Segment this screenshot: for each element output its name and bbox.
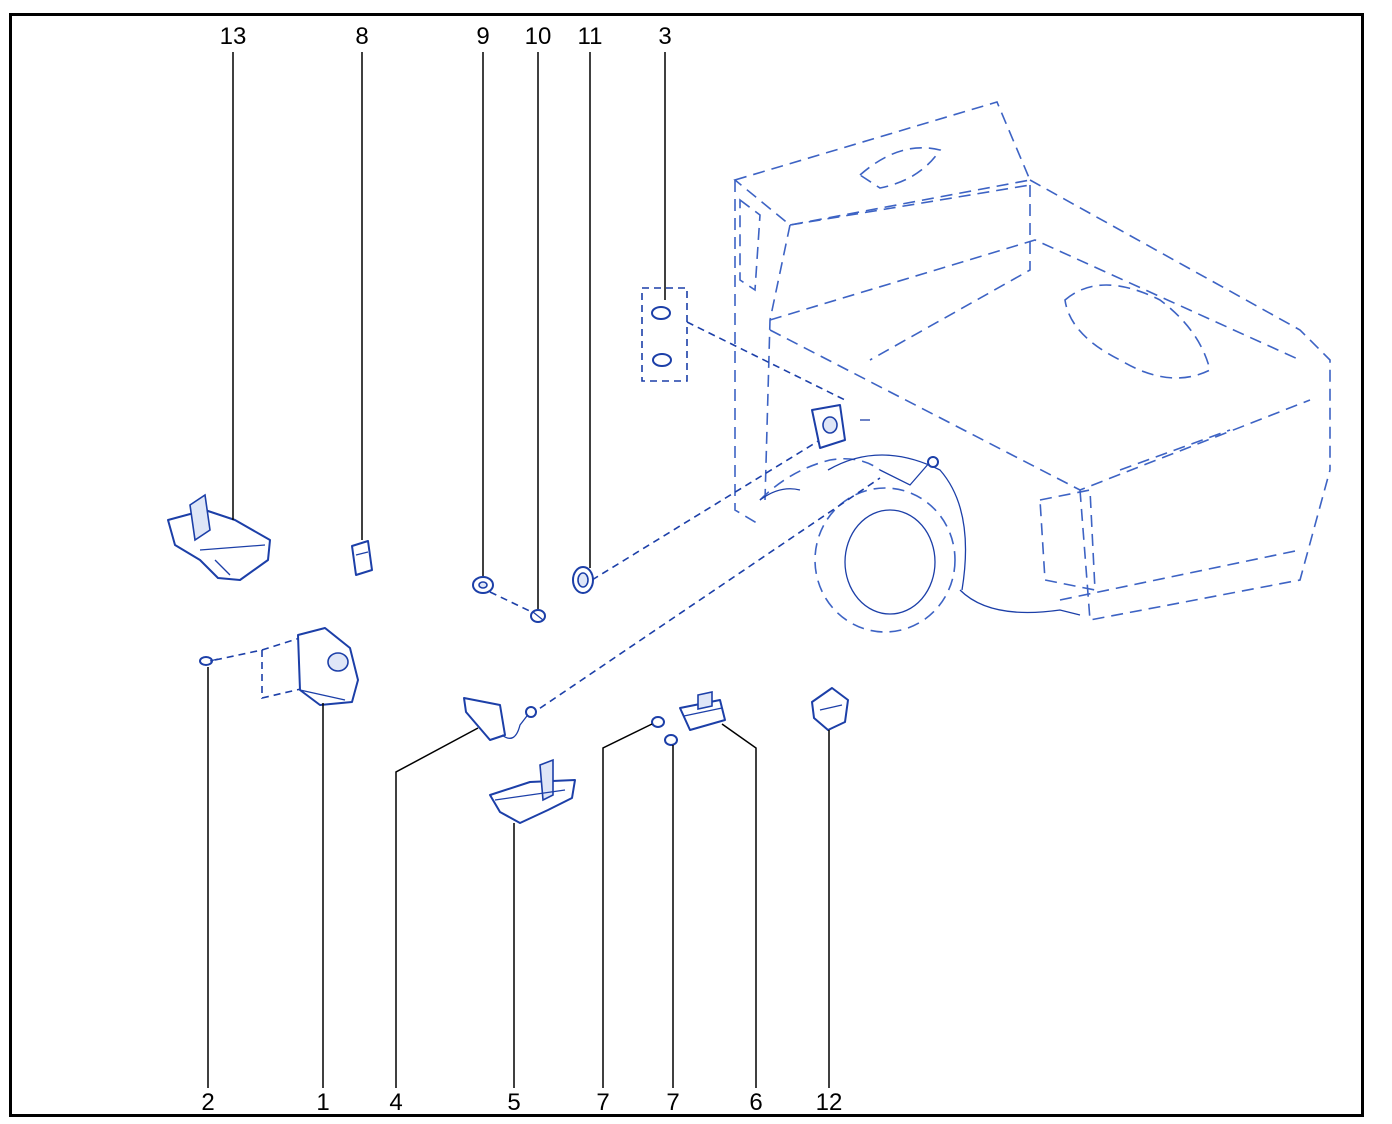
- callout-7b: 7: [666, 1089, 679, 1116]
- part-1-housing: [297, 627, 359, 706]
- callout-8: 8: [355, 23, 368, 50]
- part-4-sensor: [463, 697, 537, 741]
- installation-lines: [214, 287, 881, 716]
- callout-4: 4: [389, 1089, 402, 1116]
- part-7-bolt-b: [664, 734, 678, 746]
- part-5-bracket: [489, 758, 576, 824]
- truck-bed-outline: [733, 101, 1331, 621]
- callout-5: 5: [507, 1089, 520, 1116]
- callout-2: 2: [201, 1089, 214, 1116]
- part-12-bracket: [811, 687, 849, 731]
- part-7-bolt-a: [651, 716, 665, 728]
- callout-12: 12: [816, 1089, 843, 1116]
- callout-3: 3: [658, 23, 671, 50]
- part-6-bracket: [679, 691, 726, 731]
- part-10-clip: [530, 609, 546, 623]
- callout-7a: 7: [596, 1089, 609, 1116]
- callout-10: 10: [525, 23, 552, 50]
- part-8-clip: [351, 540, 373, 576]
- part-9-grommet: [472, 576, 494, 594]
- callout-13: 13: [220, 23, 247, 50]
- callout-1: 1: [316, 1089, 329, 1116]
- callout-11: 11: [578, 23, 603, 50]
- callout-9: 9: [476, 23, 489, 50]
- part-2-screw: [199, 656, 219, 666]
- leader-lines: [207, 52, 830, 1088]
- callout-6: 6: [749, 1089, 762, 1116]
- rear-wheel: [814, 454, 967, 633]
- diagram-frame: [9, 13, 1364, 1117]
- part-11-cap: [572, 566, 594, 594]
- part-3-clips: [651, 306, 672, 367]
- mounted-assembly: [811, 404, 939, 486]
- part-13-bracket: [167, 493, 271, 581]
